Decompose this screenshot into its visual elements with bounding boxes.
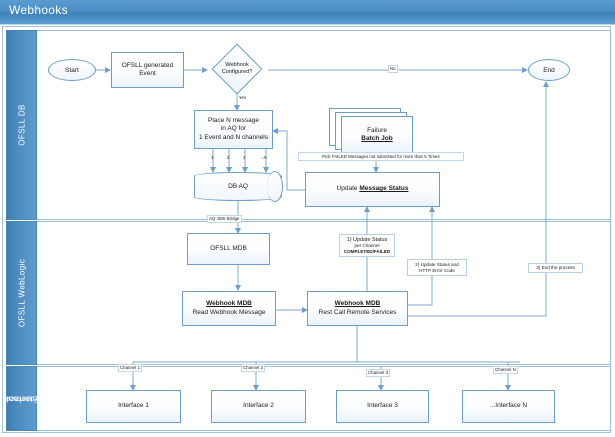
failure-batch-line2: Batch Job (361, 135, 393, 142)
diagram-frame: OFSLL DB OFSLL WebLogic External Interfa… (2, 26, 611, 433)
annotation-note-2: 2) Update Status and HTTP Error Code (407, 259, 467, 276)
node-start-label: Start (65, 66, 79, 74)
webhook-rest-line2: Rest Call Remote Services (318, 308, 397, 316)
node-start[interactable]: Start (48, 59, 96, 81)
node-ofsll-generated-event[interactable]: OFSLL generated Event (111, 52, 184, 88)
edge-label-yes: Yes (239, 95, 247, 100)
webhook-rest-line1: Webhook MDB (334, 300, 381, 307)
node-update-message-status[interactable]: Update Message Status (305, 172, 440, 207)
decision-line2: Configured? (221, 69, 253, 75)
edge-label-aq-1: 1 (211, 155, 214, 160)
update-status-emphasis: Message Status (359, 185, 409, 193)
swimlane-label-line2: Interface (4, 394, 39, 403)
swimlane-header-ofsll-db: OFSLL DB (6, 30, 37, 220)
note1-line3: COMPLETED/FAILED (343, 248, 391, 254)
update-status-text: Update Message Status (337, 185, 409, 194)
edge-label-channel-n: Channel N (493, 366, 518, 374)
node-end-label: End (543, 66, 555, 74)
place-msg-line1: Place N message (208, 116, 259, 124)
note1-line1: 1) Update Status (346, 236, 388, 243)
node-interface-3[interactable]: Interface 3 (336, 390, 429, 423)
decision-line1: Webhook (225, 62, 249, 68)
interface-3-label: Interface 3 (367, 402, 398, 410)
node-db-aq[interactable]: DB AQ (194, 171, 283, 202)
node-failure-batch-job[interactable]: Failure Batch Job (329, 108, 423, 155)
note2-line2: HTTP Error Code (419, 267, 455, 273)
annotation-note-3: 3) End the process (528, 263, 583, 273)
edge-label-aq-3: 3 (243, 155, 246, 160)
edge-label-aq-n: ..N (261, 155, 267, 160)
swimlane-label-ofsll-db: OFSLL DB (17, 104, 26, 146)
edge-label-channel-1: Channel 1 (118, 364, 143, 372)
swimlane-header-external-interface: External Interface (4, 366, 39, 431)
page-title: Webhooks (9, 3, 68, 17)
swimlane-header-ofsll-weblogic: OFSLL WebLogic (6, 221, 37, 365)
node-interface-2[interactable]: Interface 2 (211, 390, 306, 423)
annotation-pick-failed: Pick FAILED Messages not submitted for m… (298, 152, 464, 161)
node-end[interactable]: End (528, 59, 570, 81)
interface-1-label: Interface 1 (118, 402, 149, 410)
edge-label-no: No (388, 65, 398, 73)
node-interface-1[interactable]: Interface 1 (86, 390, 181, 423)
node-place-n-message[interactable]: Place N message in AQ for 1 Event and N … (194, 110, 273, 149)
db-aq-label-wrap: DB AQ (194, 172, 282, 201)
failure-batch-front: Failure Batch Job (341, 116, 413, 154)
edge-label-channel-3: Channel 3 (366, 369, 391, 377)
decision-text: Webhook Configured? (207, 45, 267, 93)
interface-2-label: Interface 2 (243, 402, 274, 410)
ofsll-mdb-label: OFSLL MDB (210, 244, 247, 252)
webhook-read-line1: Webhook MDB (206, 300, 252, 307)
node-webhook-mdb-rest[interactable]: Webhook MDB Rest Call Remote Services (307, 291, 408, 326)
edge-label-aq-2: 2 (227, 155, 230, 160)
window-title-bar: Webhooks (0, 0, 615, 25)
failure-batch-line1: Failure (367, 126, 387, 134)
node-interface-n[interactable]: ...Interface N (462, 390, 555, 423)
swimlane-label-ofsll-weblogic: OFSLL WebLogic (17, 258, 26, 328)
node-event-line2: Event (139, 70, 156, 77)
place-msg-line2: in AQ for (220, 125, 247, 133)
db-aq-cap (267, 171, 283, 202)
interface-n-label: ...Interface N (489, 402, 528, 410)
node-webhook-configured-decision[interactable]: Webhook Configured? (207, 43, 267, 95)
db-aq-label: DB AQ (228, 183, 248, 190)
edge-label-channel-2: Channel 2 (241, 364, 266, 372)
node-ofsll-mdb[interactable]: OFSLL MDB (187, 233, 270, 265)
webhook-read-line2: Read Webhook Message (192, 308, 266, 316)
edge-label-aq-jms-bridge: AQ-JMS Bridge (207, 215, 242, 223)
note1-line2: per Channel (354, 242, 380, 248)
node-event-line1: OFSLL generated (121, 61, 174, 69)
place-msg-line3: 1 Event and N channels (198, 133, 269, 141)
note2-line1: 2) Update Status and (415, 261, 459, 267)
node-webhook-mdb-read[interactable]: Webhook MDB Read Webhook Message (182, 291, 276, 326)
annotation-note-1: 1) Update Status per Channel COMPLETED/F… (339, 234, 395, 257)
update-status-prefix: Update (336, 185, 360, 193)
